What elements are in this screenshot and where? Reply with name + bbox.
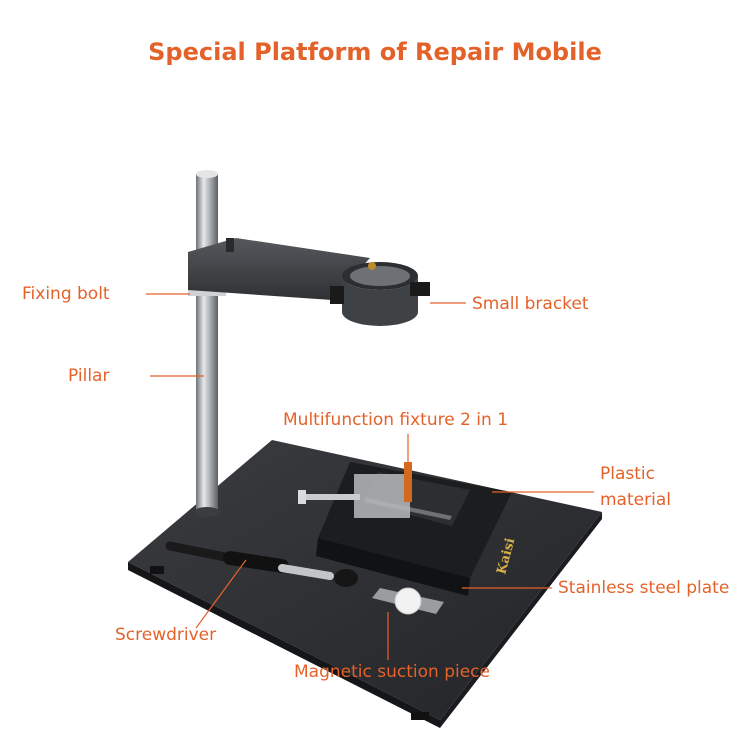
- arm-bracket: [188, 238, 430, 326]
- label-multifunction-fixture: Multifunction fixture 2 in 1: [283, 410, 509, 430]
- pillar: [188, 170, 226, 517]
- callout-lines: [146, 293, 594, 660]
- callout-screwdriver: [195, 559, 247, 629]
- label-magnetic-suction-piece: Magnetic suction piece: [294, 662, 490, 682]
- label-fixing-bolt: Fixing bolt: [22, 284, 110, 304]
- label-small-bracket: Small bracket: [472, 294, 589, 314]
- label-pillar: Pillar: [68, 366, 110, 386]
- label-screwdriver: Screwdriver: [115, 625, 217, 645]
- fixture-block: [316, 462, 512, 596]
- fixture-bolt: [298, 490, 360, 504]
- screwdriver: [165, 541, 358, 587]
- label-stainless-steel-plate: Stainless steel plate: [558, 578, 730, 598]
- magnetic-suction-piece: [372, 587, 444, 615]
- label-plastic: Plastic: [600, 464, 655, 484]
- label-material: material: [600, 490, 671, 510]
- page-title: Special Platform of Repair Mobile: [148, 38, 602, 66]
